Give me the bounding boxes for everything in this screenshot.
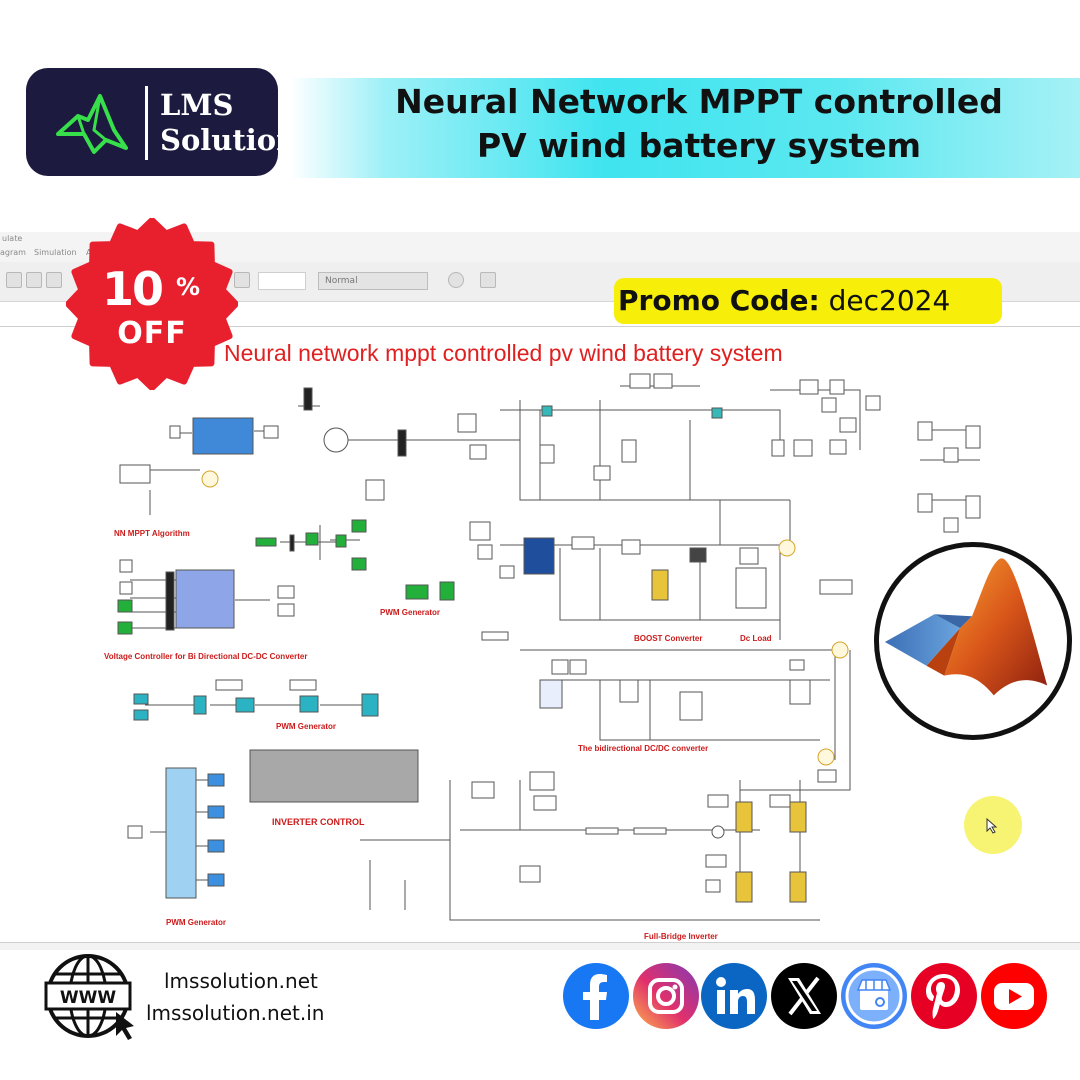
x-icon[interactable] [770,962,838,1030]
label-pwm-generator-3: PWM Generator [166,918,227,927]
website-links: lmssolution.net lmssolution.net.in [146,965,324,1029]
toolbar-settings-button[interactable] [46,272,62,288]
simulation-mode-select[interactable]: Normal [318,272,428,290]
discount-word: OFF [117,316,187,351]
website-link-2[interactable]: lmssolution.net.in [146,1001,325,1025]
discount-badge-text: 10 % OFF [66,218,238,390]
toolbar-debug-button[interactable] [448,272,464,288]
matlab-outline-icon [56,94,128,154]
title-banner [290,78,1080,178]
promo-code-banner: Promo Code: dec2024 [614,278,1002,324]
website-link-1[interactable]: lmssolution.net [164,969,318,993]
label-bidirectional-converter: The bidirectional DC/DC converter [578,744,709,753]
pinterest-icon[interactable] [910,962,978,1030]
matlab-logo [874,542,1072,740]
promo-code[interactable]: dec2024 [828,284,951,317]
logo-line1: LMS [160,88,234,122]
matlab-membrane-icon [884,558,1048,696]
instagram-icon[interactable] [632,962,700,1030]
diagram-title: Neural network mppt controlled pv wind b… [224,340,783,366]
menu-item-simulation[interactable]: Simulation [34,248,77,257]
stop-time-input[interactable] [258,272,306,290]
google-business-icon[interactable] [840,962,908,1030]
linkedin-icon[interactable] [700,962,768,1030]
logo-text: LMS Solution [160,88,297,158]
brand-logo: LMS Solution [26,68,297,176]
label-boost-converter: BOOST Converter [634,634,703,643]
menu-item-diagram[interactable]: agram [0,248,26,257]
label-dc-load: Dc Load [740,634,772,643]
title-line2: PV wind battery system [476,126,922,165]
page-title: Neural Network MPPT controlled PV wind b… [318,80,1080,168]
label-pwm-generator-2: PWM Generator [276,722,337,731]
promo-label: Promo Code: [618,284,820,317]
canvas-border [0,326,1080,327]
logo-line2: Solution [160,123,298,157]
logo-divider [145,86,148,160]
title-line1: Neural Network MPPT controlled [395,82,1003,121]
www-label: WWW [60,988,117,1008]
label-inverter-control: INVERTER CONTROL [272,817,365,827]
discount-number: 10 [102,262,164,316]
toolbar-save-button[interactable] [26,272,42,288]
toolbar-back-button[interactable] [6,272,22,288]
label-pwm-generator-1: PWM Generator [380,608,441,617]
toolbar-grid-button[interactable] [480,272,496,288]
label-full-bridge-inverter: Full-Bridge Inverter [644,932,718,941]
youtube-icon[interactable] [980,962,1048,1030]
menu-item[interactable]: ulate [2,234,23,243]
label-voltage-controller: Voltage Controller for Bi Directional DC… [104,652,308,661]
discount-badge [66,218,238,390]
discount-percent: % [176,273,201,301]
mouse-cursor-icon [986,818,998,834]
globe-www-icon[interactable]: WWW [40,950,140,1042]
toolbar-run-button[interactable] [234,272,250,288]
facebook-icon[interactable] [562,962,630,1030]
label-nn-mppt: NN MPPT Algorithm [114,529,190,538]
